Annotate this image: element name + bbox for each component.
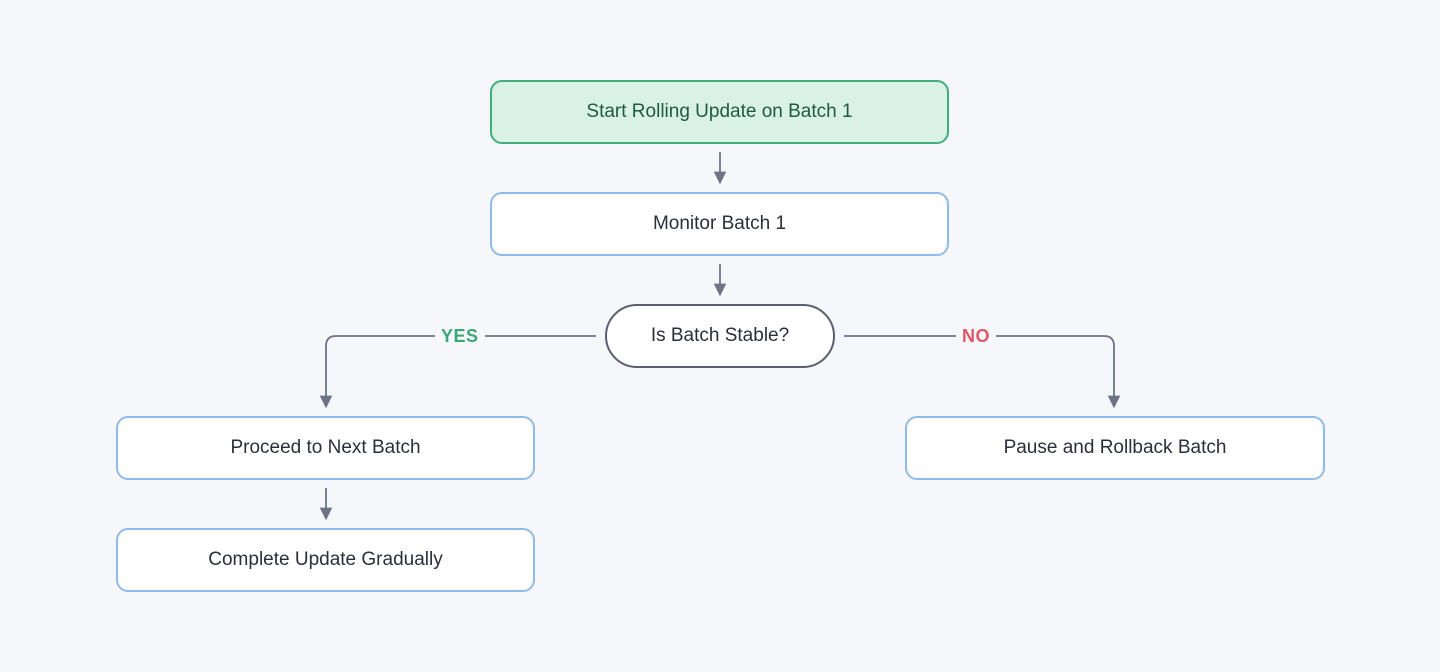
edge-label-no: NO bbox=[956, 325, 996, 347]
node-decision-batch-stable[interactable]: Is Batch Stable? bbox=[605, 304, 835, 368]
node-monitor-batch[interactable]: Monitor Batch 1 bbox=[490, 192, 949, 256]
node-start-rolling-update[interactable]: Start Rolling Update on Batch 1 bbox=[490, 80, 949, 144]
edge-decision-to-rollback bbox=[844, 335, 1121, 409]
node-start-label: Start Rolling Update on Batch 1 bbox=[586, 101, 853, 122]
node-rollback-label: Pause and Rollback Batch bbox=[1003, 437, 1227, 458]
node-pause-rollback[interactable]: Pause and Rollback Batch bbox=[905, 416, 1325, 480]
node-complete-update[interactable]: Complete Update Gradually bbox=[116, 528, 535, 592]
node-monitor-label: Monitor Batch 1 bbox=[652, 213, 787, 234]
edge-label-yes: YES bbox=[435, 325, 485, 347]
node-proceed-label: Proceed to Next Batch bbox=[230, 437, 421, 458]
node-complete-label: Complete Update Gradually bbox=[208, 549, 443, 570]
edge-decision-to-proceed bbox=[319, 335, 596, 409]
node-decision-label: Is Batch Stable? bbox=[650, 325, 790, 346]
node-proceed-next-batch[interactable]: Proceed to Next Batch bbox=[116, 416, 535, 480]
